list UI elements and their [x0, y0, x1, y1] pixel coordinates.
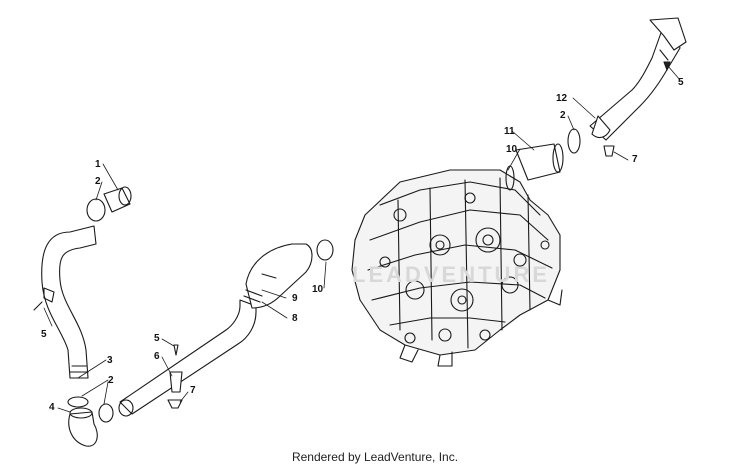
- screw: [173, 344, 179, 356]
- callout-7[interactable]: 7: [632, 154, 638, 165]
- hose-clamp: [98, 403, 114, 423]
- push-rivet: [603, 145, 615, 157]
- callout-8[interactable]: 8: [292, 313, 298, 324]
- hose-clamp: [86, 198, 106, 222]
- throttle-coupler: [515, 143, 564, 181]
- callout-1[interactable]: 1: [95, 159, 101, 170]
- push-rivet: [167, 399, 183, 409]
- hose-clamp: [67, 396, 89, 408]
- callout-9[interactable]: 9: [292, 293, 298, 304]
- upper-right-duct: [589, 17, 687, 141]
- callout-2[interactable]: 2: [108, 375, 114, 386]
- callout-5[interactable]: 5: [41, 329, 47, 340]
- callout-11[interactable]: 11: [504, 126, 515, 137]
- callout-2[interactable]: 2: [95, 176, 101, 187]
- callout-10[interactable]: 10: [312, 284, 324, 295]
- callout-7[interactable]: 7: [190, 385, 196, 396]
- elbow-boot: [68, 407, 98, 447]
- footer-credit: Rendered by LeadVenture, Inc.: [291, 450, 459, 464]
- callout-4[interactable]: 4: [49, 402, 55, 413]
- clip: [169, 371, 183, 393]
- callout-5[interactable]: 5: [678, 77, 684, 88]
- hose-clamp: [316, 239, 334, 261]
- callout-12[interactable]: 12: [556, 93, 568, 104]
- callout-5[interactable]: 5: [154, 333, 160, 344]
- callout-2[interactable]: 2: [560, 110, 566, 121]
- callout-10[interactable]: 10: [506, 144, 518, 155]
- callout-3[interactable]: 3: [107, 355, 113, 366]
- hose-clamp: [567, 128, 581, 154]
- watermark-text: LEADVENTURE: [352, 262, 551, 287]
- long-duct: [118, 243, 313, 417]
- callout-6[interactable]: 6: [154, 351, 160, 362]
- hose-coupler: [103, 186, 132, 213]
- engine-assembly: [351, 169, 563, 367]
- left-intake-hose: [33, 225, 97, 379]
- leader-lines: [43, 65, 681, 413]
